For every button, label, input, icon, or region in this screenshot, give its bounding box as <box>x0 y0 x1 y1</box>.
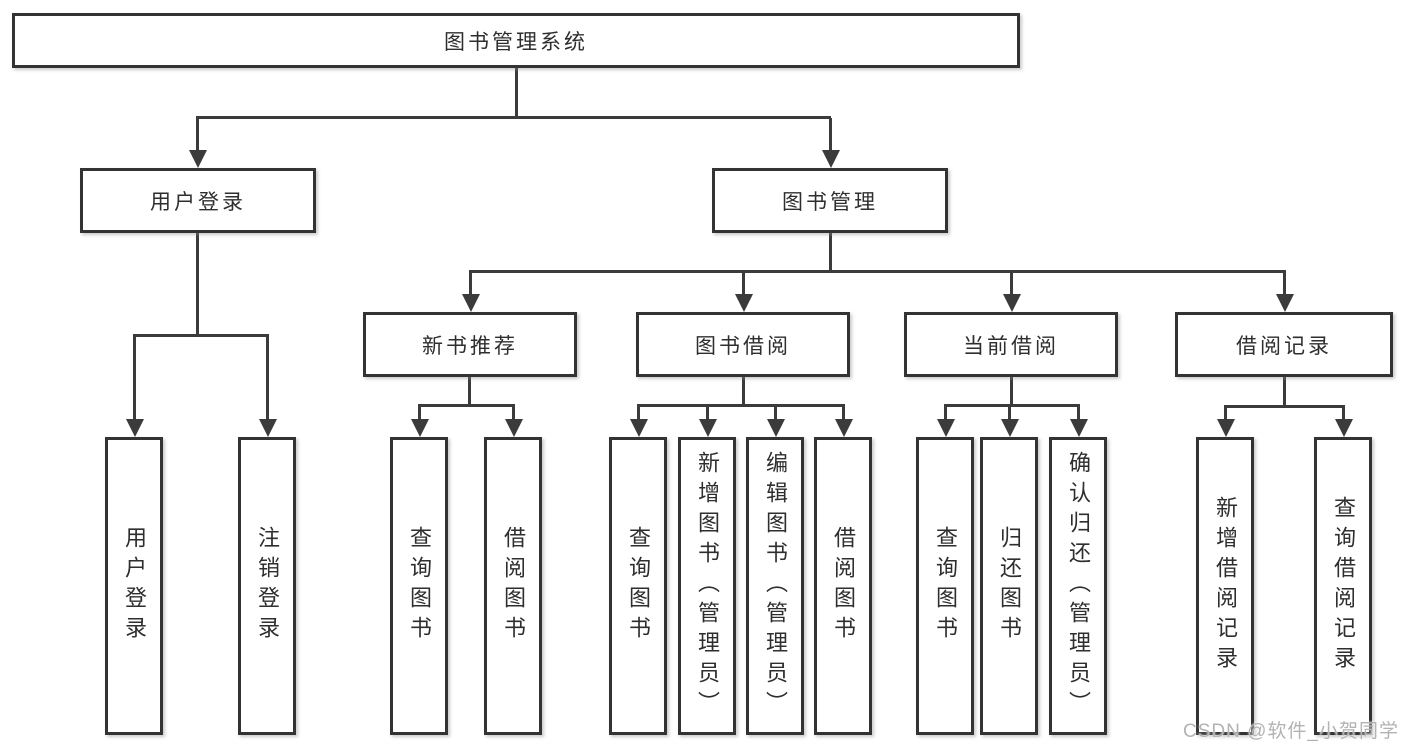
connector-arrow-return-book <box>1000 406 1019 437</box>
connector-arrow-borrowing-records <box>1275 272 1294 312</box>
connector-arrow-user-login <box>188 118 207 168</box>
connector-hbar-book-management <box>469 270 1286 273</box>
node-current-borrowing: 当前借阅 <box>904 312 1118 377</box>
connector-hbar-current <box>944 404 1080 407</box>
connector-arrow-leaf-logout <box>258 336 277 437</box>
connector-trunk-root <box>515 68 518 118</box>
leaf-query-books-recommend: 查询图书 <box>390 437 448 735</box>
connector-arrow-borrow-books-1 <box>504 406 523 437</box>
connector-arrow-add-book <box>698 406 717 437</box>
leaf-query-books-borrow: 查询图书 <box>609 437 667 735</box>
leaf-add-book-admin: 新增图书（管理员） <box>678 437 736 735</box>
leaf-query-books-current: 查询图书 <box>916 437 974 735</box>
connector-hbar-recommendation <box>418 404 515 407</box>
connector-arrow-edit-book <box>766 406 785 437</box>
watermark: CSDN @软件_小贺同学 <box>1183 721 1399 742</box>
node-new-book-recommendation: 新书推荐 <box>363 312 577 377</box>
connector-arrow-query-record <box>1334 407 1353 437</box>
connector-arrow-new-book-recommendation <box>461 272 480 312</box>
connector-arrow-query-books-2 <box>629 406 648 437</box>
connector-trunk-records <box>1283 377 1286 407</box>
connector-arrow-leaf-user-login <box>125 336 144 437</box>
connector-hbar-records <box>1224 405 1345 408</box>
connector-trunk-book-management <box>829 233 832 272</box>
connector-arrow-confirm-return <box>1069 406 1088 437</box>
connector-arrow-book-management <box>821 118 840 168</box>
node-book-borrowing: 图书借阅 <box>636 312 850 377</box>
leaf-logout: 注销登录 <box>238 437 296 735</box>
connector-hbar-user-login <box>133 334 269 337</box>
leaf-return-book: 归还图书 <box>980 437 1038 735</box>
leaf-borrow-books: 借阅图书 <box>814 437 872 735</box>
connector-arrow-query-books-3 <box>936 406 955 437</box>
node-library-system: 图书管理系统 <box>12 13 1020 68</box>
connector-trunk-user-login <box>196 233 199 336</box>
leaf-query-borrow-record: 查询借阅记录 <box>1314 437 1372 735</box>
leaf-edit-book-admin: 编辑图书（管理员） <box>746 437 804 735</box>
node-user-login: 用户登录 <box>80 168 316 233</box>
connector-arrow-query-books-1 <box>410 406 429 437</box>
connector-trunk-borrowing <box>742 377 745 406</box>
node-book-management: 图书管理 <box>712 168 948 233</box>
leaf-add-borrow-record: 新增借阅记录 <box>1196 437 1254 735</box>
connector-arrow-add-record <box>1216 407 1235 437</box>
connector-hbar-borrowing <box>637 404 845 407</box>
connector-arrow-book-borrowing <box>734 272 753 312</box>
connector-hbar-root <box>196 116 831 119</box>
node-borrowing-records: 借阅记录 <box>1175 312 1393 377</box>
connector-arrow-current-borrowing <box>1002 272 1021 312</box>
connector-arrow-borrow-books-2 <box>834 406 853 437</box>
leaf-confirm-return-admin: 确认归还（管理员） <box>1049 437 1107 735</box>
connector-trunk-recommendation <box>468 377 471 406</box>
leaf-borrow-books-recommend: 借阅图书 <box>484 437 542 735</box>
leaf-user-login: 用户登录 <box>105 437 163 735</box>
connector-trunk-current <box>1010 377 1013 406</box>
